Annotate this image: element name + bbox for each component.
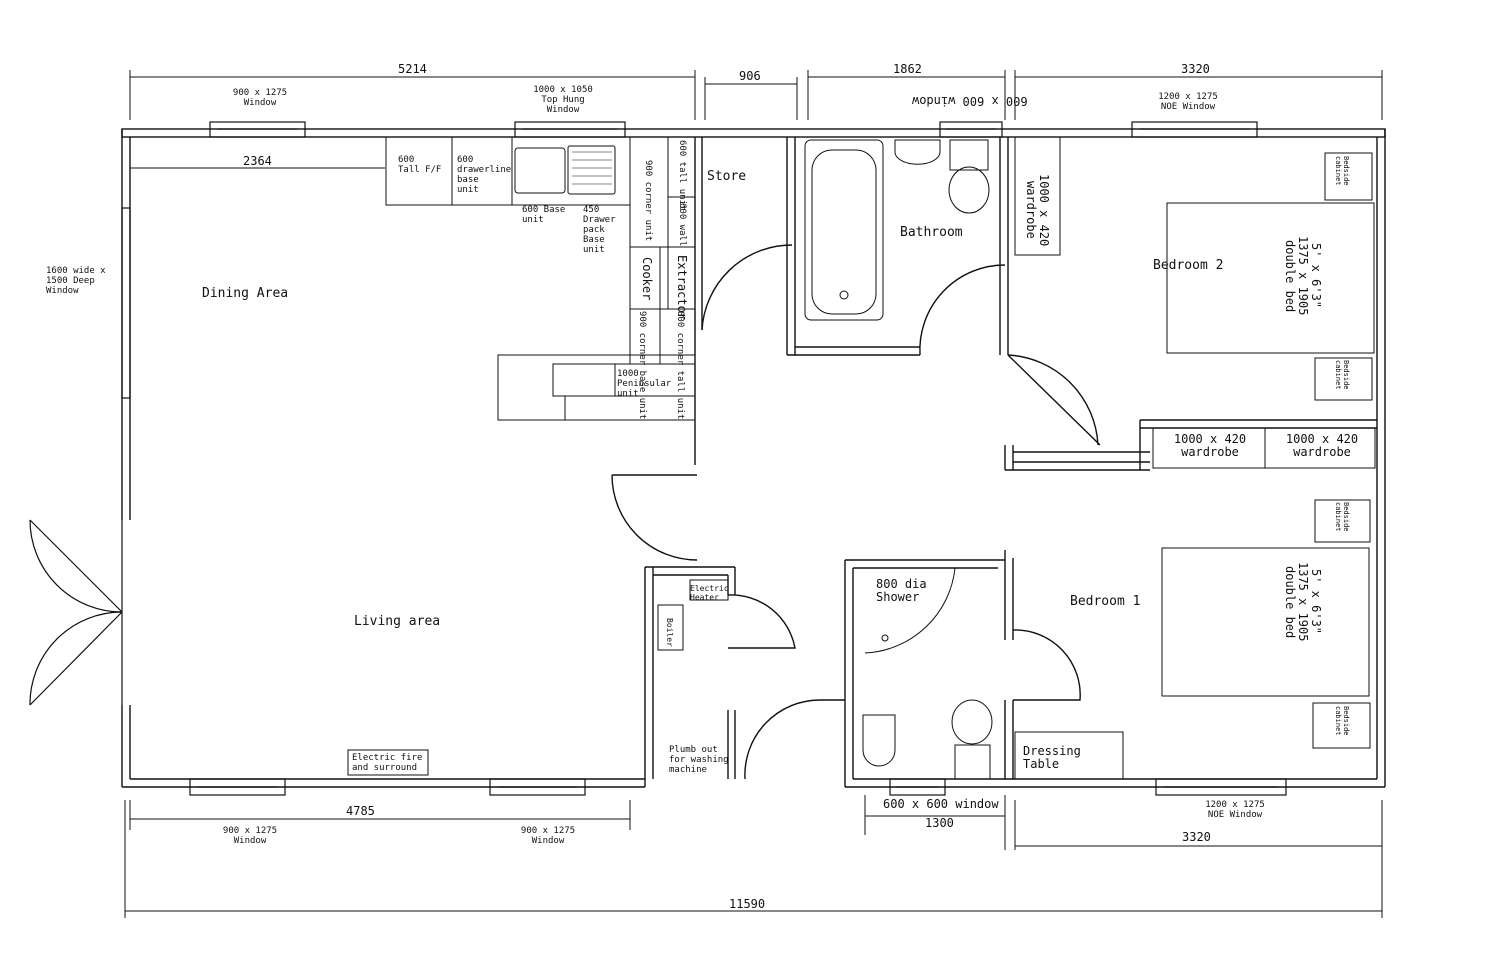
dim-inner-2364: 2364: [243, 154, 272, 168]
dim-bottom-4785: 4785: [346, 804, 375, 818]
dim-top-1862: 1862: [893, 62, 922, 76]
electric-fire-outline: [347, 749, 429, 776]
label-bed-bedroom2: 5' x 6'3" 1375 x 1905 double bed: [1283, 236, 1323, 316]
room-label-bedroom2: Bedroom 2: [1153, 258, 1224, 273]
label-plumb-out: Plumb out for washing machine: [669, 745, 729, 775]
bedroom1-furniture: [1014, 499, 1371, 780]
label-peninsular: 1000 Peninsular unit: [617, 369, 672, 399]
bedroom2-furniture: [1014, 136, 1376, 469]
window-label-top-kitchen: 1000 x 1050 Top Hung Window: [533, 85, 593, 115]
dim-top-5214: 5214: [398, 62, 427, 76]
bathroom-fixtures: [804, 139, 990, 321]
interior-walls: [611, 137, 1377, 780]
window-label-bottom-left-2: 900 x 1275 Window: [520, 826, 576, 846]
label-wardrobe-a: 1000 x 420 wardrobe: [1173, 432, 1247, 459]
dimension-lines: [124, 70, 1383, 918]
label-bedside-2: Bedside cabinet: [1334, 360, 1350, 390]
label-electric-fire: Electric fire and surround: [352, 753, 423, 773]
label-corner-tall: 800 corner tall unit: [675, 311, 685, 420]
label-extractor: Extractor: [675, 255, 689, 321]
dim-top-906: 906: [739, 69, 761, 83]
label-bed-bedroom1: 5' x 6'3" 1375 x 1905 double bed: [1283, 562, 1323, 642]
label-bedside-1: Bedside cabinet: [1334, 156, 1350, 186]
label-shower: 800 dia Shower: [876, 577, 927, 604]
label-corner-900: 900 corner unit: [643, 160, 653, 242]
label-bedside-4: Bedside cabinet: [1334, 706, 1350, 736]
french-doors: [29, 519, 123, 706]
label-boiler: Boiler: [665, 618, 674, 647]
label-base-600: 600 Base unit: [522, 205, 566, 225]
label-corner-base: 900 corner base unit: [637, 311, 647, 420]
window-label-bottom-bedroom1: 1200 x 1275 NOE Window: [1205, 800, 1265, 820]
window-label-top-bedroom2: 1200 x 1275 NOE Window: [1158, 92, 1218, 112]
window-label-top-bathroom: 600 x 600 window: [912, 94, 1028, 108]
window-label-bottom-shower: 600 x 600 window: [883, 797, 999, 811]
label-drawer-pack: 450 Drawer pack Base unit: [583, 205, 616, 255]
windows: [121, 121, 1287, 796]
label-wall-600: 600 wall: [677, 203, 687, 247]
label-cooker: Cooker: [640, 257, 654, 301]
room-label-bathroom: Bathroom: [900, 225, 963, 240]
dim-bottom-3320: 3320: [1182, 830, 1211, 844]
label-bedside-3: Bedside cabinet: [1334, 502, 1350, 532]
label-wardrobe-bed2-side: 1000 x 420 wardrobe: [1024, 174, 1051, 247]
room-label-living: Living area: [354, 614, 441, 629]
shower-room-fixtures: [657, 567, 993, 780]
label-tall-600: 600 tall unit: [677, 140, 687, 211]
dim-overall-11590: 11590: [729, 897, 766, 911]
window-label-left: 1600 wide x 1500 Deep Window: [46, 266, 106, 296]
room-label-dining: Dining Area: [202, 286, 289, 301]
label-tall-ff: 600 Tall F/F: [398, 155, 442, 175]
label-dressing-table: Dressing Table: [1023, 744, 1081, 771]
dim-bottom-1300: 1300: [925, 816, 954, 830]
room-label-store: Store: [707, 169, 747, 184]
label-electric-heater: Electric Heater: [690, 584, 729, 602]
window-label-top-left: 900 x 1275 Window: [232, 88, 288, 108]
sink-drainer-ribs: [572, 151, 612, 185]
room-label-bedroom1: Bedroom 1: [1070, 594, 1141, 609]
window-label-bottom-left-1: 900 x 1275 Window: [222, 826, 278, 846]
label-drawerline: 600 drawerline base unit: [457, 155, 512, 195]
dim-top-3320: 3320: [1181, 62, 1210, 76]
label-wardrobe-b: 1000 x 420 wardrobe: [1285, 432, 1359, 459]
kitchen-units: [385, 136, 696, 421]
